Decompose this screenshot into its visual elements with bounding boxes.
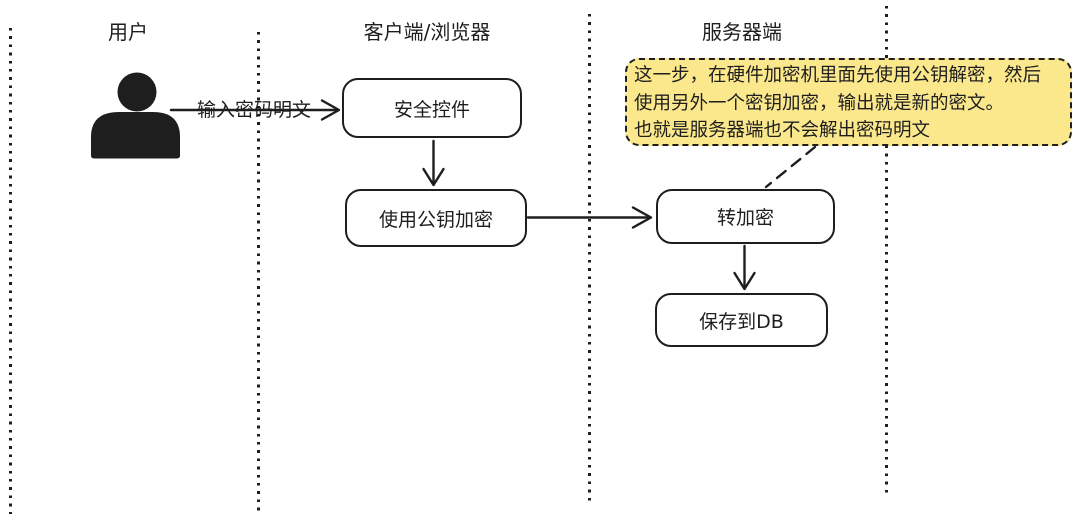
user-icon-body xyxy=(91,112,180,159)
node-public-key-encrypt: 使用公钥加密 xyxy=(345,189,527,247)
arrowhead-encrypt-to-reencrypt xyxy=(631,206,653,229)
node-re-encrypt: 转加密 xyxy=(656,189,835,244)
annotation-note-line-3: 也就是服务器端也不会解出密码明文 xyxy=(634,120,931,141)
node-save-db-label: 保存到DB xyxy=(699,310,784,333)
annotation-note-line-1: 这一步，在硬件加密机里面先使用公钥解密，然后 xyxy=(634,65,1042,86)
note-connector-dashed xyxy=(764,145,817,189)
lane-divider-user-client xyxy=(257,32,260,515)
annotation-note: 这一步，在硬件加密机里面先使用公钥解密，然后 使用另外一个密钥加密，输出就是新的… xyxy=(625,58,1072,146)
user-icon xyxy=(91,72,180,159)
lane-divider-right xyxy=(885,6,888,493)
node-save-db: 保存到DB xyxy=(655,293,828,347)
node-secure-control-label: 安全控件 xyxy=(393,98,470,121)
arrowhead-secure-to-encrypt xyxy=(422,167,445,187)
annotation-note-line-2: 使用另外一个密钥加密，输出就是新的密文。 xyxy=(634,92,1005,114)
node-secure-control: 安全控件 xyxy=(342,78,522,138)
lane-label-user: 用户 xyxy=(108,20,148,44)
lane-divider-client-server xyxy=(588,14,591,505)
user-icon-head xyxy=(117,72,157,112)
arrowhead-user-to-secure-control xyxy=(320,99,341,121)
lane-divider-left xyxy=(9,28,12,514)
node-public-key-encrypt-label: 使用公钥加密 xyxy=(378,208,493,231)
lane-label-client-browser: 客户端/浏览器 xyxy=(363,20,491,44)
node-re-encrypt-label: 转加密 xyxy=(716,207,774,229)
arrowhead-reencrypt-to-save xyxy=(733,271,756,291)
edge-label-input-password: 输入密码明文 xyxy=(196,99,312,121)
lane-label-server: 服务器端 xyxy=(702,20,782,44)
